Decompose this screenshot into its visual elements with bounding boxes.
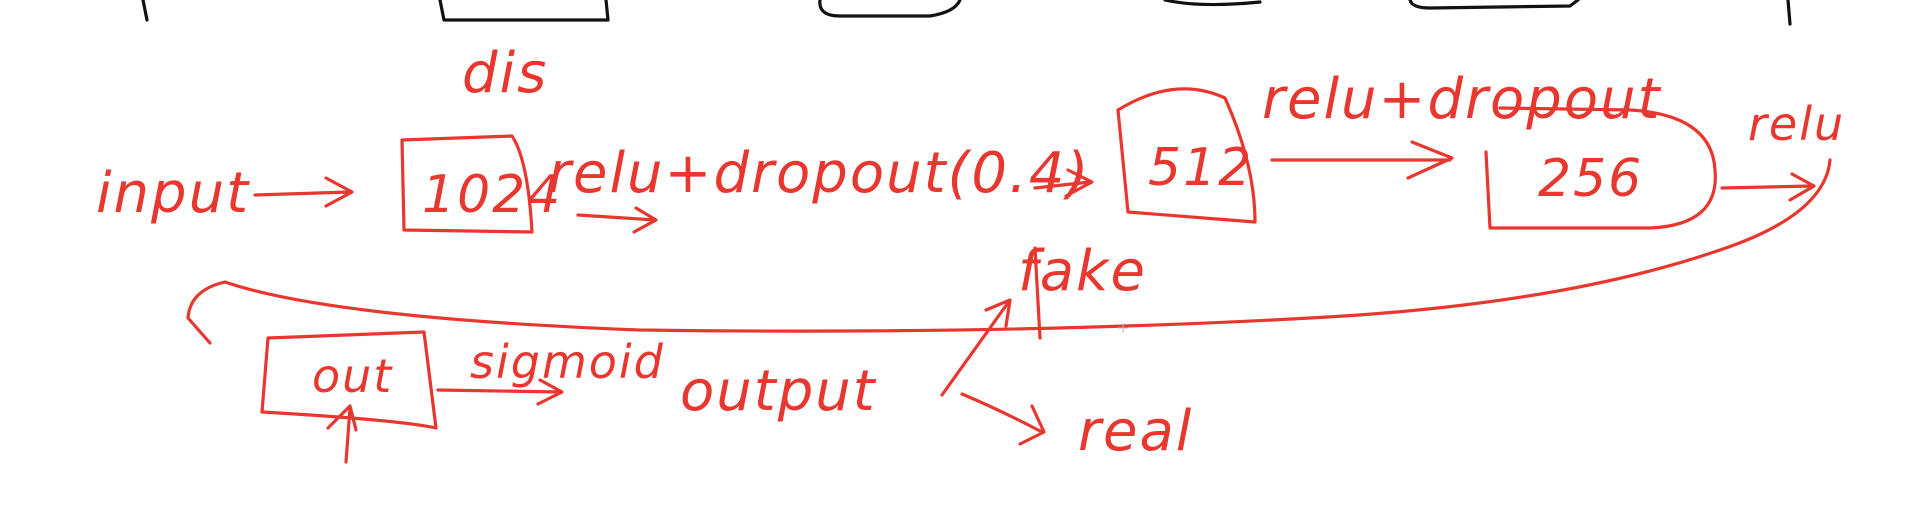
arrow-to-real <box>960 392 1046 446</box>
arrow-input-to-1024 <box>253 176 354 208</box>
black-frame-box-d <box>1408 0 1580 10</box>
box-256 <box>1484 106 1717 230</box>
arrow-into-out <box>326 404 358 464</box>
black-frame-box-b <box>818 0 962 18</box>
box-out <box>260 330 438 430</box>
arrow-to-fake <box>940 246 1042 397</box>
cursor-crosshair-icon <box>1118 323 1128 333</box>
box-1024-label: 1024 <box>422 165 562 225</box>
black-frame-left <box>141 0 149 22</box>
box-512 <box>1116 87 1257 224</box>
top-black-frames <box>141 0 1792 26</box>
label-real: real <box>1078 399 1193 464</box>
box-out-label: out <box>312 349 393 403</box>
arrow-under-relu-1 <box>576 206 658 234</box>
box-512-label: 512 <box>1148 138 1253 198</box>
arrow-512-to-256 <box>1270 140 1454 180</box>
label-dis: dis <box>462 41 548 106</box>
label-input: input <box>96 161 250 226</box>
label-fake: fake <box>1018 239 1147 304</box>
box-256-label: 256 <box>1538 149 1643 209</box>
label-relu-3: relu <box>1748 97 1845 151</box>
arrow-to-512 <box>1033 168 1094 198</box>
label-relu-dropout-2: relu+dropout <box>1262 67 1662 132</box>
label-output: output <box>680 359 877 424</box>
box-1024 <box>400 134 534 234</box>
arrow-after-256 <box>1720 172 1816 202</box>
label-sigmoid: sigmoid <box>470 335 665 389</box>
black-frame-right <box>1786 0 1792 26</box>
label-relu-dropout-1: relu+dropout(0.4) <box>548 141 1090 206</box>
black-frame-box-c <box>1163 0 1262 7</box>
black-frame-box-a <box>438 0 610 22</box>
arrow-under-sigmoid <box>436 378 564 406</box>
